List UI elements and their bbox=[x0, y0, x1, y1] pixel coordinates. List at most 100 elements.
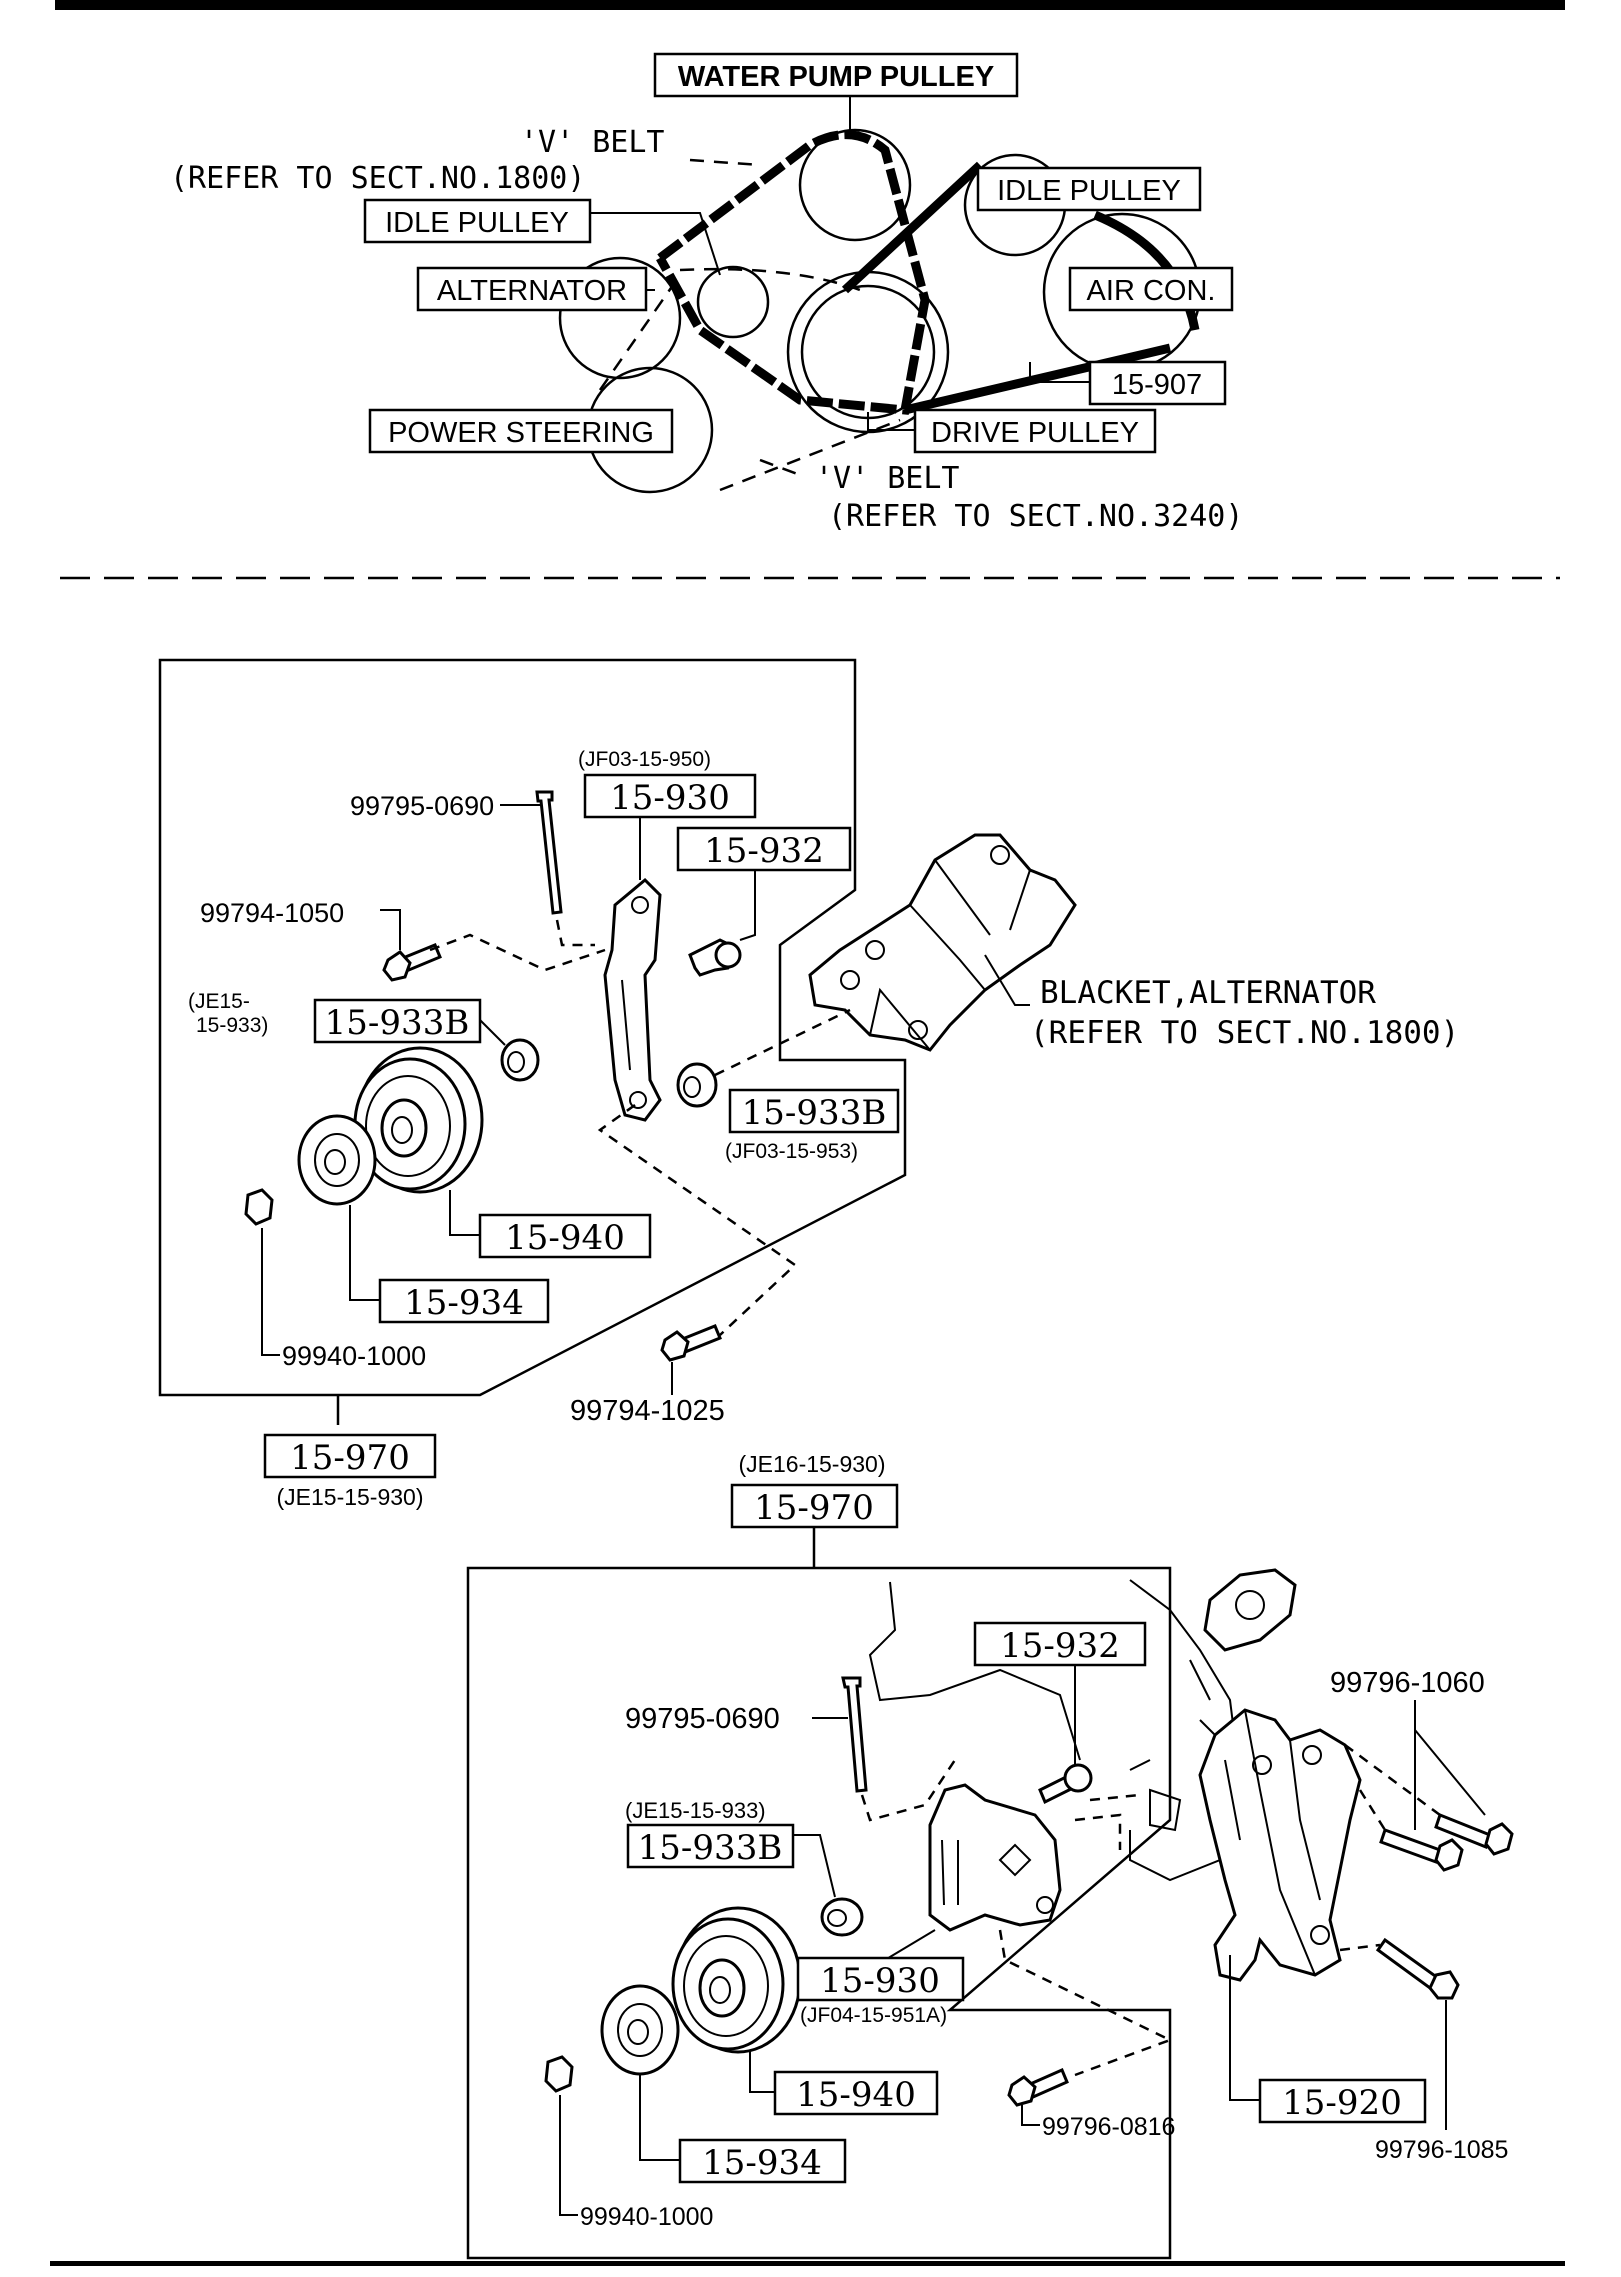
leader-idle-left bbox=[590, 212, 721, 276]
spacer-15-933b-left-hole bbox=[507, 1051, 525, 1073]
bolt-99796-1085-head bbox=[1428, 1970, 1460, 2000]
bracket-alternator-ref: (REFER TO SECT.NO.1800) bbox=[1030, 1015, 1459, 1051]
part-15-930-lower-label: 15-930 bbox=[820, 1961, 940, 2001]
bracket-hole-1 bbox=[990, 845, 1010, 865]
adjusting-arm-lower bbox=[928, 1783, 1062, 1932]
nut-99940-1000-lower bbox=[544, 2055, 574, 2093]
belt-diagram: WATER PUMP PULLEY 'V' BELT (REFER TO SEC… bbox=[170, 52, 1243, 534]
part-15-934-lower-box bbox=[678, 2138, 847, 2184]
dash-99796-1060 bbox=[1344, 1743, 1441, 1831]
leader-nut-lower bbox=[559, 2095, 578, 2216]
bolt-99796-1060-a bbox=[1379, 1828, 1442, 1864]
leader-drive-pulley bbox=[867, 412, 915, 431]
engine-flange-hole bbox=[1235, 1590, 1265, 1620]
leader-15-907 bbox=[1029, 362, 1090, 383]
part-15-933b-lower-label: 15-933B bbox=[638, 1828, 783, 1868]
alternator-label: ALTERNATOR bbox=[437, 275, 627, 307]
part-15-940-lower-box bbox=[773, 2070, 939, 2116]
bolt-99796-1085 bbox=[1375, 1937, 1441, 1991]
bracket-15-920-hole-3 bbox=[1310, 1925, 1330, 1945]
bolt-99794-1025-label: 99794-1025 bbox=[570, 1395, 725, 1427]
part-15-930-upper-box bbox=[583, 773, 757, 819]
bolt-99795-0690-lower-label: 99795-0690 bbox=[625, 1703, 780, 1735]
bracket-alternator bbox=[808, 833, 1077, 1052]
code-je15-a: (JE15- bbox=[188, 990, 250, 1013]
bracket-alternator-label: BLACKET,ALTERNATOR bbox=[1040, 975, 1376, 1011]
part-15-934-lower-label: 15-934 bbox=[702, 2143, 822, 2183]
pulley-15-940-groove bbox=[365, 1075, 451, 1177]
pulley-15-940-hub bbox=[380, 1098, 428, 1158]
ac-belt bbox=[841, 161, 1200, 415]
code-je16-15-930: (JE16-15-930) bbox=[738, 1451, 885, 1477]
nut-99940-1000-upper bbox=[244, 1188, 274, 1226]
lower-assembly: (JE16-15-930) 15-970 bbox=[466, 1451, 1514, 2260]
air-con-box bbox=[1068, 266, 1234, 312]
leader-15-920 bbox=[1229, 1955, 1260, 2101]
upper-assembly-outline bbox=[158, 658, 907, 1397]
part-15-970-upper-box bbox=[263, 1433, 437, 1479]
nut-99940-1000-lower-label: 99940-1000 bbox=[580, 2203, 713, 2231]
nut-99940-1000-upper-label: 99940-1000 bbox=[282, 1341, 426, 1371]
long-bolt-dash bbox=[555, 919, 595, 947]
bottom-rule bbox=[50, 2261, 1565, 2266]
washer-15-934-lower bbox=[600, 1984, 680, 2076]
engine-detail bbox=[1129, 1659, 1226, 1832]
pulley-15-940-lower-hub bbox=[698, 1958, 746, 2018]
part-15-920-box bbox=[1258, 2078, 1427, 2124]
alternator-box bbox=[416, 266, 648, 312]
bracket-hole-2 bbox=[840, 970, 860, 990]
leader-15-940-upper bbox=[449, 1190, 480, 1236]
pulley-15-940-lower-groove bbox=[683, 1935, 769, 2037]
bracket-leader bbox=[984, 954, 1030, 1006]
part-15-933b-right-label: 15-933B bbox=[742, 1093, 887, 1133]
part-15-932-upper-box bbox=[676, 826, 852, 872]
v-belt-bottom-label: 'V' BELT bbox=[815, 461, 960, 496]
leader-15-933b-left bbox=[479, 1019, 506, 1046]
spacer-15-933b-lower-hole bbox=[827, 1909, 847, 1927]
idle-pulley-right-box bbox=[976, 166, 1202, 212]
top-rule bbox=[55, 0, 1565, 10]
pulley-15-940-bore bbox=[391, 1116, 413, 1144]
leader-v-belt-bottom bbox=[759, 458, 801, 477]
code-jf03-15-953: (JF03-15-953) bbox=[725, 1140, 858, 1163]
bracket-hole-3 bbox=[865, 940, 885, 960]
bracket-15-920 bbox=[1198, 1708, 1362, 1982]
part-15-930-lower-box bbox=[796, 1956, 965, 2002]
leader-15-930-lower bbox=[884, 1929, 936, 1961]
dash-99796-1085 bbox=[1339, 1943, 1381, 1952]
part-15-930-upper-label: 15-930 bbox=[610, 778, 730, 818]
leader-15-934-lower bbox=[639, 2075, 680, 2161]
bracket-15-920-hole-1 bbox=[1252, 1755, 1272, 1775]
part-15-933b-lower-box bbox=[626, 1823, 795, 1869]
spacer-15-933b-right-hole bbox=[683, 1076, 701, 1098]
washer-15-934-lower-hole bbox=[627, 2019, 649, 2045]
bolt-99794-1050-head bbox=[382, 950, 412, 982]
bracket-hole-4 bbox=[908, 1020, 928, 1040]
leader-nut-upper bbox=[261, 1228, 280, 1356]
idle-pulley-left-label: IDLE PULLEY bbox=[385, 207, 569, 239]
idle-pulley-left bbox=[696, 265, 770, 339]
upper-assembly: 99795-0690 (JF03-15-950) 15-930 15-932 9… bbox=[158, 658, 1459, 1510]
leader-15-933b-lower bbox=[790, 1834, 836, 1898]
power-steering-box bbox=[368, 408, 674, 454]
arm-hole-top bbox=[631, 896, 649, 914]
part-15-940-upper-box bbox=[478, 1213, 652, 1259]
water-pump-pulley-label: WATER PUMP PULLEY bbox=[678, 61, 994, 93]
idle-pulley-left-box bbox=[363, 198, 592, 244]
bolt-99796-1060-label: 99796-1060 bbox=[1330, 1667, 1485, 1699]
arm-hole-bottom bbox=[629, 1091, 647, 1109]
bolt-99796-0816-label: 99796-0816 bbox=[1042, 2113, 1175, 2141]
bolt-99795-0690-upper-label: 99795-0690 bbox=[350, 791, 494, 821]
part-15-934-upper-label: 15-934 bbox=[404, 1283, 524, 1323]
washer-15-934-upper bbox=[297, 1114, 377, 1206]
code-je15-15-933: (JE15-15-933) bbox=[625, 1798, 766, 1823]
bolt-15-932-head bbox=[714, 941, 742, 969]
v-belt-top-label: 'V' BELT bbox=[520, 125, 665, 160]
bracket-alternator-detail bbox=[869, 859, 1031, 1051]
adjusting-arm-upper bbox=[603, 877, 662, 1122]
leader-15-932-upper bbox=[739, 865, 756, 941]
dash-spacer-right bbox=[714, 1008, 851, 1077]
dash-99794-1050 bbox=[429, 933, 606, 972]
part-15-933b-right-box bbox=[728, 1088, 900, 1134]
spacer-15-933b-lower bbox=[820, 1897, 864, 1937]
